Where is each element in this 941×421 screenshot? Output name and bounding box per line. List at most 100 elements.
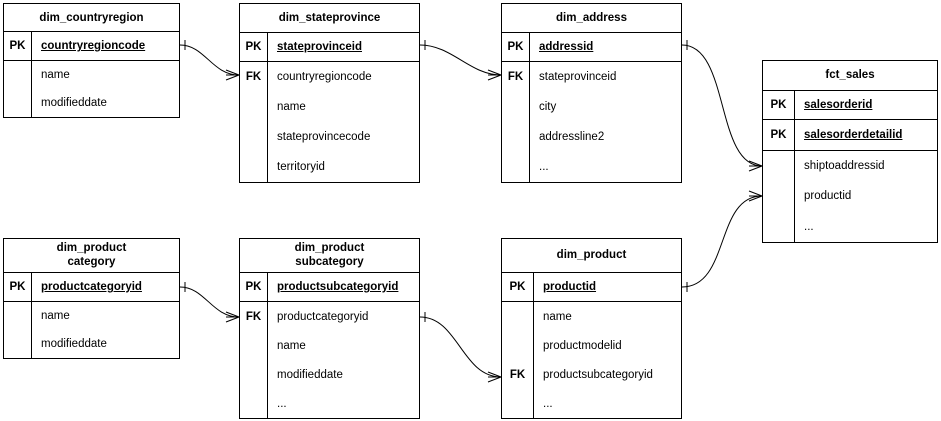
attribute-name: shiptoaddressid bbox=[804, 160, 885, 172]
attribute-name: productcategoryid bbox=[41, 280, 142, 293]
key-badge: PK bbox=[502, 32, 530, 61]
entity-row-addressid[interactable]: PK addressid bbox=[502, 32, 681, 62]
key-column: FK bbox=[240, 302, 268, 418]
entity-title: dim_product category bbox=[4, 239, 179, 273]
attribute-name: stateprovinceid bbox=[277, 40, 362, 53]
key-badge: PK bbox=[763, 120, 795, 150]
key-badge bbox=[4, 61, 31, 89]
key-badge bbox=[240, 152, 267, 182]
attribute-name: productsubcategoryid bbox=[277, 280, 399, 293]
relationship-productcategory-to-subcategory[interactable] bbox=[179, 282, 240, 323]
key-badge: FK bbox=[245, 71, 262, 83]
key-badge bbox=[502, 122, 529, 152]
key-badge: PK bbox=[502, 272, 534, 301]
cardinality-many-marker bbox=[748, 160, 763, 172]
key-badge: PK bbox=[4, 272, 32, 301]
key-badge bbox=[240, 92, 267, 122]
attribute-name: stateprovinceid bbox=[539, 71, 617, 83]
key-badge: PK bbox=[763, 90, 795, 120]
key-badge: FK bbox=[509, 368, 526, 381]
attribute-column: stateprovinceid city addressline2... bbox=[530, 62, 681, 182]
attribute-name: addressid bbox=[539, 40, 594, 53]
key-badge bbox=[4, 330, 31, 358]
cardinality-many-marker bbox=[225, 69, 240, 81]
entity-title: dim_address bbox=[502, 4, 681, 33]
cardinality-many-marker bbox=[748, 190, 763, 202]
attribute-name: stateprovincecode bbox=[277, 131, 371, 143]
key-column bbox=[4, 302, 32, 358]
entity-title: dim_countryregion bbox=[4, 4, 179, 33]
entity-row-salesorderid[interactable]: PK salesorderid bbox=[763, 90, 937, 121]
attribute-name: territoryid bbox=[277, 161, 325, 173]
entity-row-productsubcategoryid[interactable]: PK productsubcategoryid bbox=[240, 272, 419, 302]
key-badge bbox=[240, 360, 267, 389]
key-badge bbox=[240, 389, 267, 418]
key-badge bbox=[763, 211, 794, 242]
key-badge bbox=[4, 89, 31, 117]
attribute-list: FK countryregioncode name stateprovincecode… bbox=[240, 62, 419, 182]
attribute-name: modifieddate bbox=[277, 368, 343, 381]
relationship-countryregion-to-stateprovince[interactable] bbox=[179, 40, 240, 81]
key-column: FK bbox=[240, 62, 268, 182]
entity-title: dim_product subcategory bbox=[240, 239, 419, 273]
cardinality-many-marker bbox=[487, 371, 502, 383]
key-column bbox=[4, 61, 32, 117]
key-badge bbox=[502, 92, 529, 122]
attribute-name: addressline2 bbox=[539, 131, 605, 143]
attribute-name: ... bbox=[543, 397, 553, 410]
relationship-line bbox=[419, 316, 502, 378]
attribute-name: name bbox=[543, 310, 572, 323]
attribute-name: name bbox=[277, 339, 306, 352]
cardinality-many-marker bbox=[225, 311, 240, 323]
entity-row-productcategoryid[interactable]: PK productcategoryid bbox=[4, 272, 179, 302]
key-badge: PK bbox=[240, 272, 268, 301]
attribute-name: name bbox=[277, 101, 306, 113]
attribute-name: productcategoryid bbox=[277, 310, 369, 323]
key-badge bbox=[240, 122, 267, 152]
key-badge bbox=[502, 152, 529, 182]
key-badge bbox=[763, 151, 794, 181]
attribute-name: salesorderdetailid bbox=[804, 129, 903, 142]
attribute-name: salesorderid bbox=[804, 99, 873, 111]
entity-title: dim_product bbox=[502, 239, 681, 273]
relationship-line bbox=[681, 195, 763, 288]
entity-title: dim_stateprovince bbox=[240, 4, 419, 33]
key-column: FK bbox=[502, 302, 534, 418]
relationship-stateprovince-to-address[interactable] bbox=[419, 40, 502, 81]
attribute-name: ... bbox=[539, 161, 549, 173]
attribute-name: city bbox=[539, 101, 557, 113]
relationship-address-to-fctsales[interactable] bbox=[681, 40, 763, 172]
relationship-product-to-fctsales[interactable] bbox=[681, 190, 763, 292]
key-column bbox=[763, 151, 795, 242]
attribute-name: productmodelid bbox=[543, 339, 622, 352]
relationship-line bbox=[179, 44, 240, 76]
attribute-name: countryregioncode bbox=[277, 71, 372, 83]
attribute-list: FK stateprovinceid city addressline2... bbox=[502, 62, 681, 182]
relationship-line bbox=[419, 44, 502, 76]
key-badge: FK bbox=[507, 71, 524, 83]
relationship-subcategory-to-product[interactable] bbox=[419, 312, 502, 383]
attribute-name: name bbox=[41, 69, 70, 81]
key-badge bbox=[502, 302, 533, 331]
attribute-name: name bbox=[41, 310, 70, 322]
attribute-name: productid bbox=[804, 190, 852, 202]
entity-row-salesorderdetailid[interactable]: PK salesorderdetailid bbox=[763, 120, 937, 151]
